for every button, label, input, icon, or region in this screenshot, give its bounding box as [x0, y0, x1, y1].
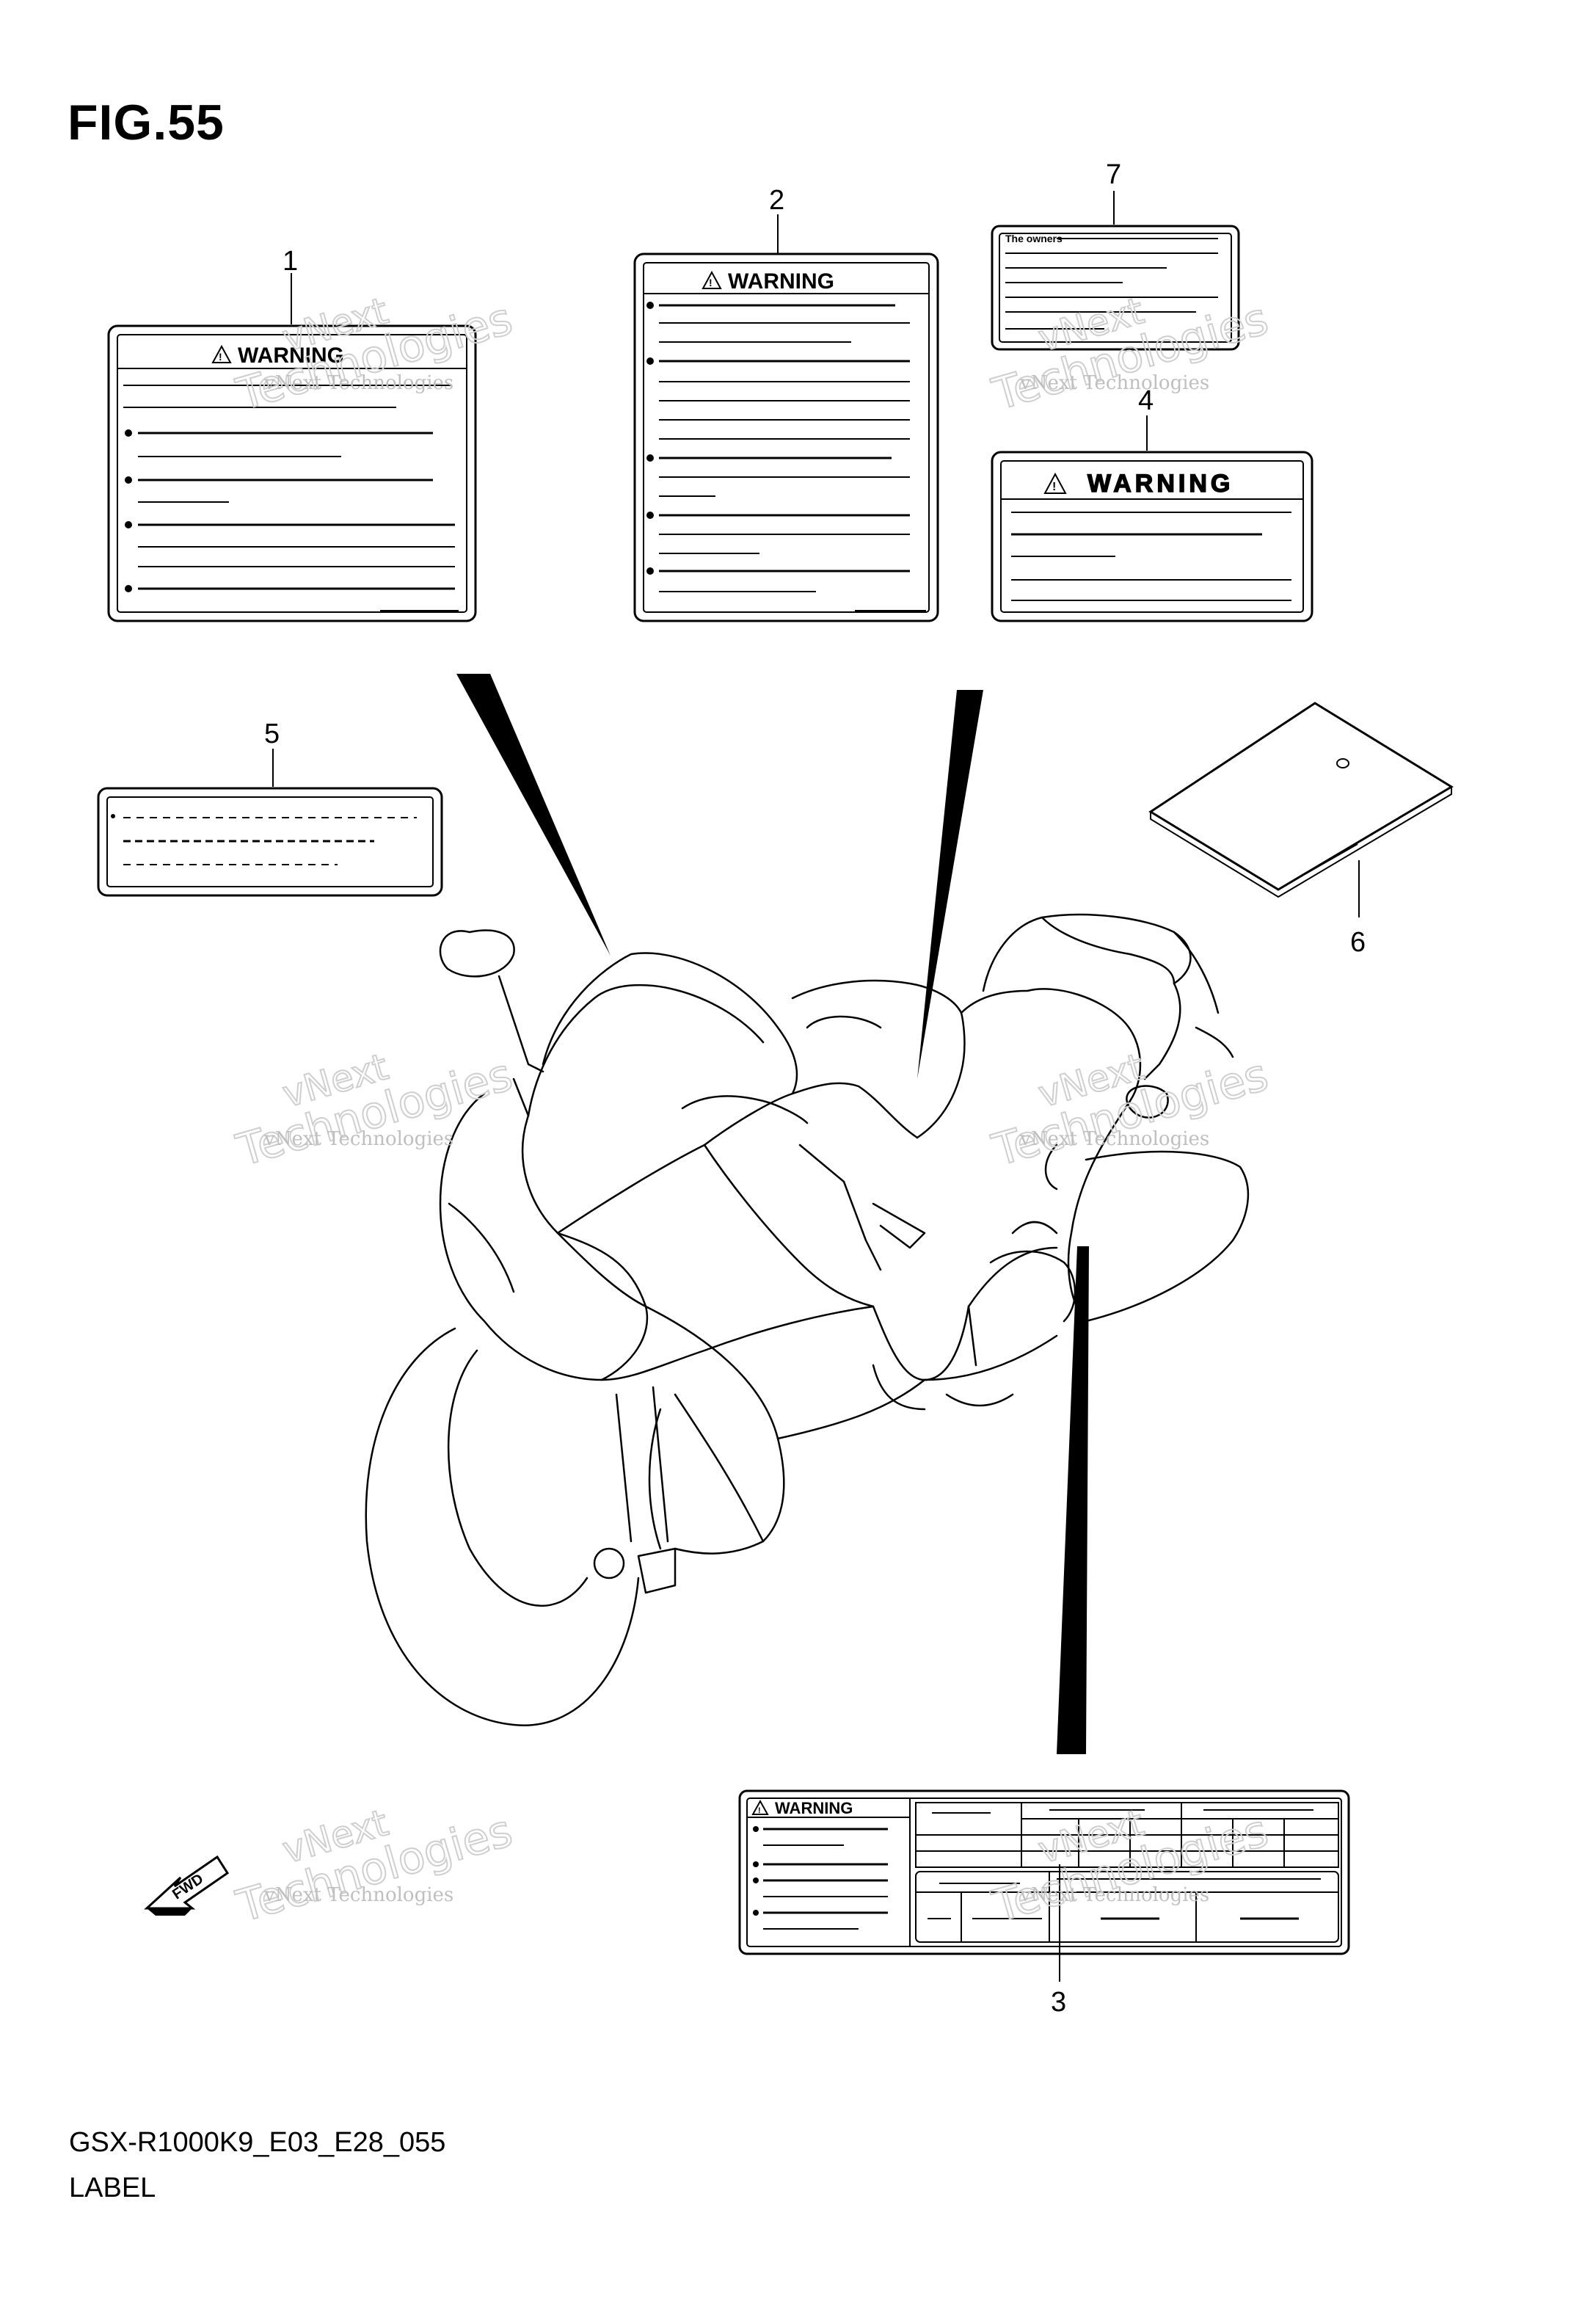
- label-3[interactable]: ! WARNING 3: [738, 1789, 1350, 2018]
- label-5[interactable]: 5: [97, 719, 443, 897]
- warning-triangle-icon: !: [1043, 472, 1067, 494]
- svg-text:vNext Technologies: vNext Technologies: [1019, 1128, 1209, 1150]
- label-2-warning: WARNING: [728, 269, 834, 294]
- callout-5: 5: [264, 719, 280, 749]
- callout-2: 2: [769, 185, 784, 216]
- svg-text:!: !: [709, 277, 713, 288]
- watermark-3: vNext Technologies vNext Technologies: [230, 1044, 519, 1177]
- callout-7: 7: [1106, 159, 1121, 190]
- svg-text:!: !: [758, 1806, 761, 1815]
- label-1-warning: WARNING: [238, 343, 344, 368]
- svg-text:!: !: [219, 351, 222, 363]
- label-6-manual[interactable]: 6: [1148, 702, 1454, 958]
- figure-name: LABEL: [69, 2173, 156, 2203]
- callout-4: 4: [1138, 385, 1154, 416]
- svg-text:vNext Technologies: vNext Technologies: [263, 1128, 453, 1150]
- leader-wedges: [456, 674, 1089, 1754]
- watermark-4: vNext Technologies vNext Technologies: [986, 1044, 1275, 1177]
- svg-text:vNext Technologies: vNext Technologies: [263, 1884, 453, 1906]
- watermark-5: vNext Technologies vNext Technologies: [230, 1800, 519, 1933]
- label-4-warning: WARNING: [1087, 470, 1234, 498]
- warning-triangle-icon: !: [751, 1799, 769, 1815]
- callout-1: 1: [283, 246, 298, 277]
- warning-triangle-icon: !: [211, 344, 232, 363]
- label-3-warning: WARNING: [775, 1799, 853, 1817]
- figure-code: GSX-R1000K9_E03_E28_055: [69, 2127, 446, 2158]
- owners-manual-text: The owners: [1005, 233, 1063, 244]
- svg-text:vNext Technologies: vNext Technologies: [1019, 1884, 1209, 1906]
- label-1[interactable]: 1 ! WARNING: [107, 246, 477, 622]
- fwd-arrow-icon: FWD: [144, 1855, 230, 1916]
- watermark-2: vNext Technologies vNext Technologies: [986, 288, 1275, 421]
- svg-text:!: !: [1052, 481, 1056, 493]
- svg-text:vNext Technologies: vNext Technologies: [263, 372, 453, 394]
- label-2[interactable]: 2 ! WARNING: [633, 185, 939, 622]
- figure-title: FIG.55: [68, 95, 225, 150]
- motorcycle-outline: [365, 913, 1250, 1726]
- callout-6: 6: [1350, 927, 1366, 958]
- warning-triangle-icon: !: [702, 270, 722, 289]
- label-4[interactable]: 4 ! WARNING: [991, 385, 1313, 622]
- callout-3: 3: [1051, 1987, 1066, 2018]
- fwd-text: FWD: [170, 1871, 206, 1903]
- svg-text:vNext Technologies: vNext Technologies: [1019, 372, 1209, 394]
- label-7[interactable]: 7 The owners: [991, 159, 1240, 351]
